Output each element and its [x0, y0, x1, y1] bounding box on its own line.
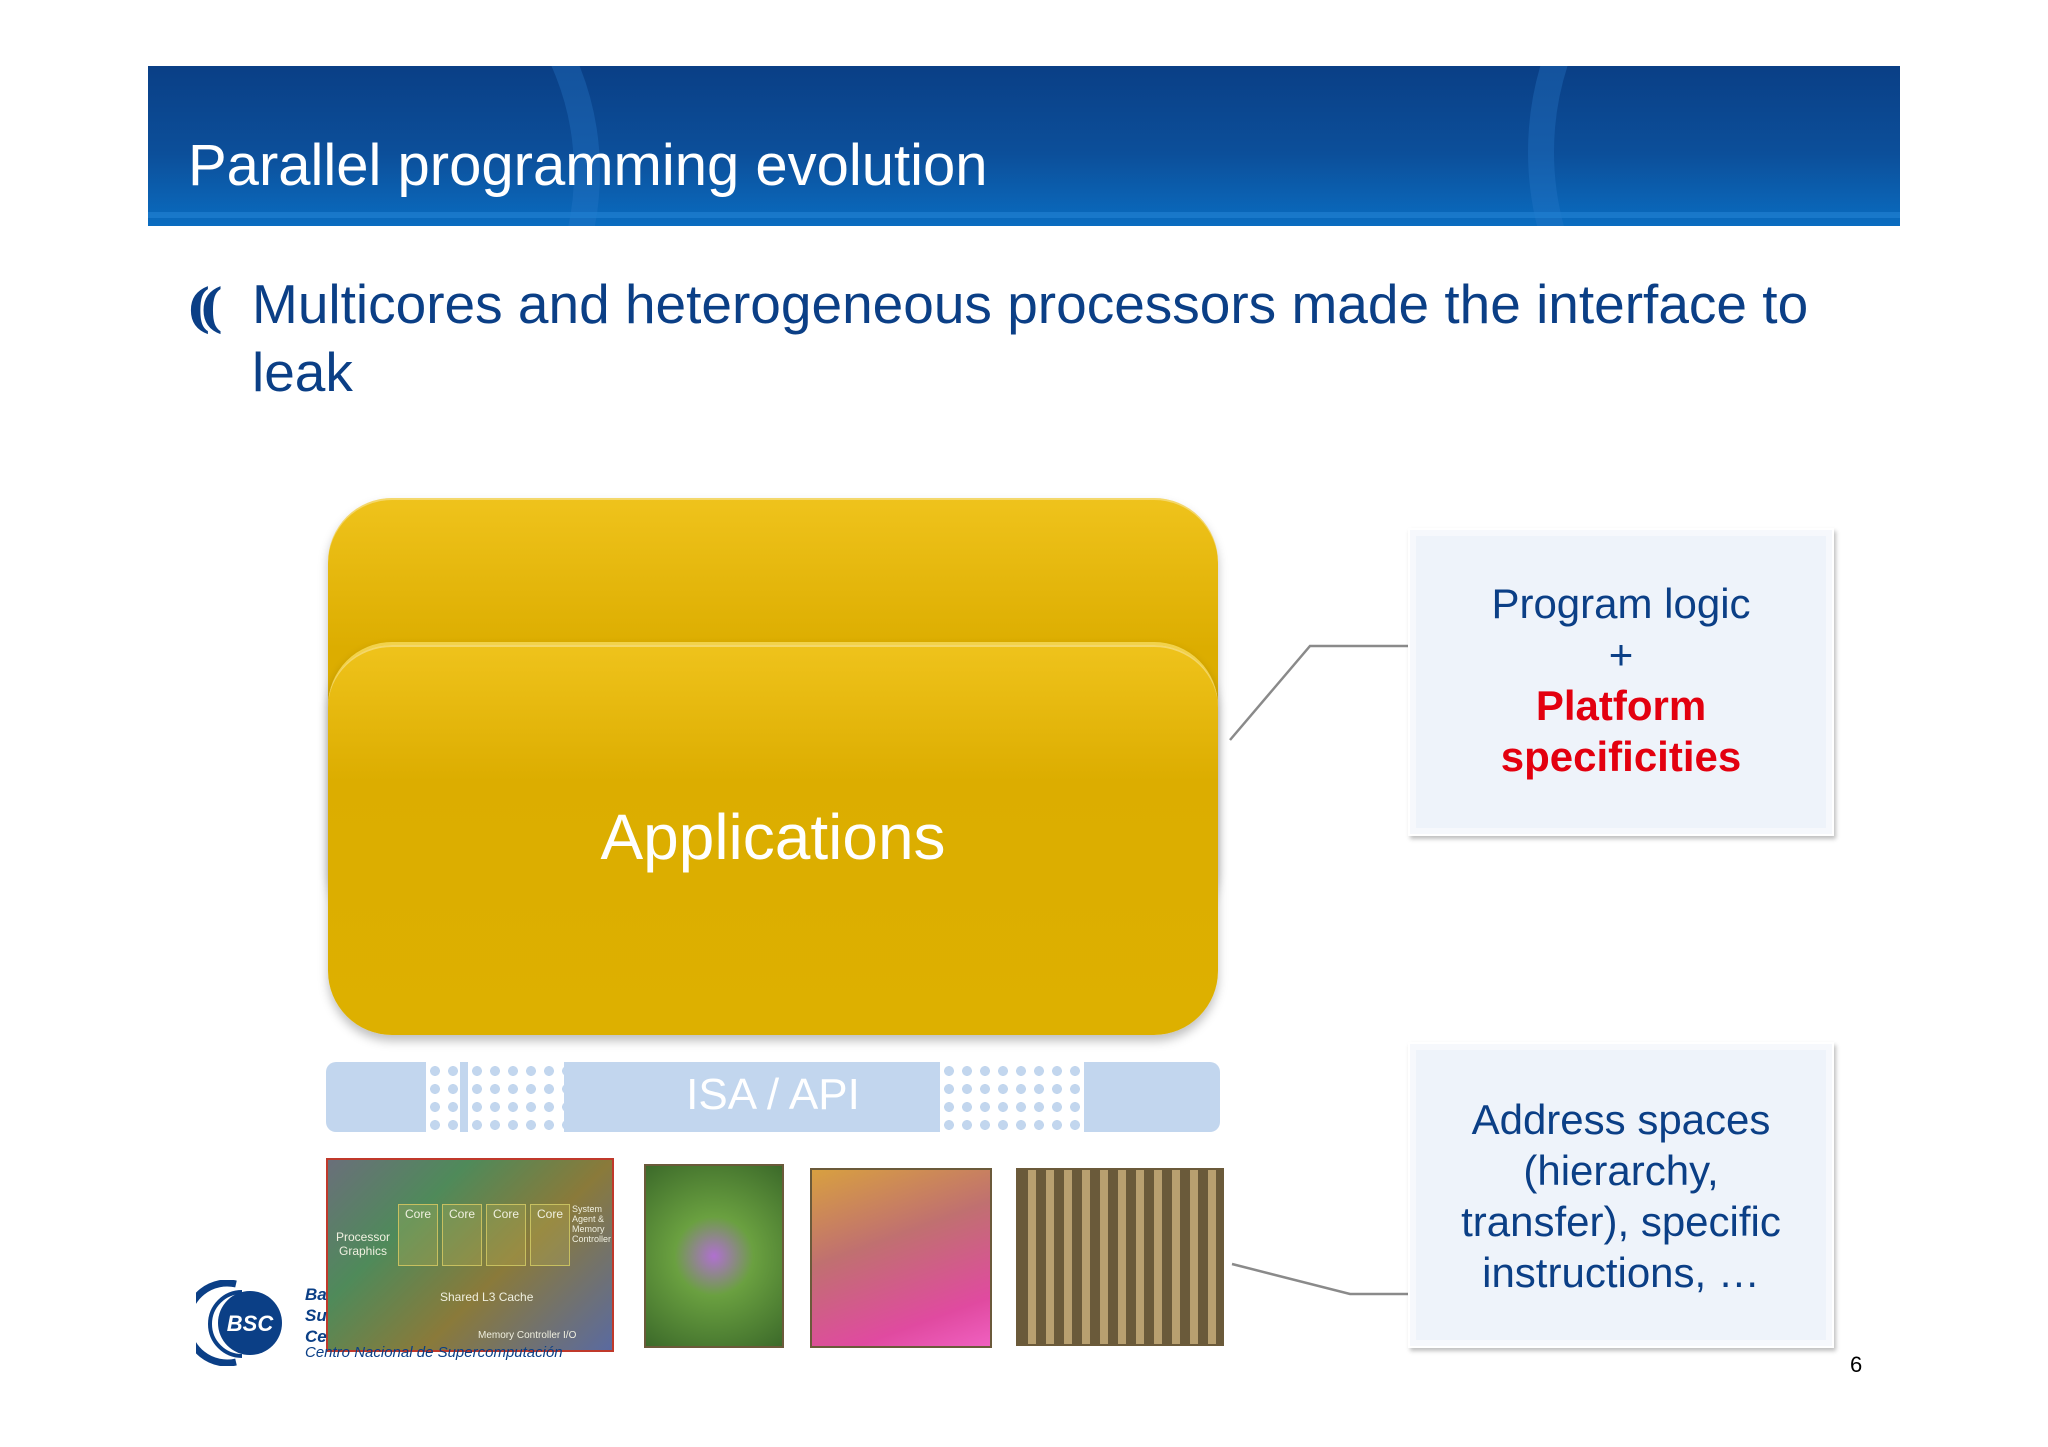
callout-line: transfer), specific [1461, 1198, 1781, 1245]
processor-die-image [810, 1168, 992, 1348]
leak-pattern [940, 1062, 1084, 1132]
chip-label: System Agent & Memory Controller [572, 1204, 612, 1244]
callout-line: instructions, … [1482, 1249, 1760, 1296]
isa-api-label: ISA / API [686, 1070, 860, 1119]
core-block: Core [398, 1204, 438, 1266]
callout-line: (hierarchy, [1523, 1147, 1719, 1194]
callout-program-logic: Program logic + Platform specificities [1408, 528, 1834, 836]
connector-bottom [1231, 1262, 1410, 1296]
callout-highlight: specificities [1500, 733, 1742, 780]
chip-label: Shared L3 Cache [440, 1290, 534, 1304]
bullet-icon: (( [186, 278, 223, 339]
banner-decoration [1528, 66, 1900, 226]
callout-line: + [1608, 631, 1634, 678]
chip-label: Processor Graphics [335, 1230, 391, 1258]
isa-api-bar [326, 1062, 1220, 1132]
processor-die-image [1016, 1168, 1224, 1346]
callout-highlight: Platform [1535, 682, 1707, 729]
slide-title: Parallel programming evolution [188, 133, 988, 198]
leak-pattern [426, 1062, 460, 1132]
bsc-logo-icon: BSC [196, 1280, 282, 1366]
callout-address-spaces: Address spaces (hierarchy, transfer), sp… [1408, 1042, 1834, 1348]
bullet-text: Multicores and heterogeneous processors … [252, 273, 1809, 403]
applications-label: Applications [600, 801, 946, 873]
logo-subtitle: Centro Nacional de Supercomputación [305, 1344, 563, 1361]
core-block: Core [530, 1204, 570, 1266]
logo-text: Ba Su Ce [305, 1285, 327, 1346]
chip-label: Memory Controller I/O [478, 1330, 577, 1341]
leak-pattern [468, 1062, 564, 1132]
callout-line: Address spaces [1471, 1096, 1771, 1143]
core-block: Core [442, 1204, 482, 1266]
core-block: Core [486, 1204, 526, 1266]
connector-top [1229, 644, 1410, 741]
page-number: 6 [1850, 1352, 1863, 1377]
banner-stripe [148, 212, 1900, 218]
logo-abbrev: BSC [227, 1311, 275, 1336]
processor-die-image: Core Core Core Core Processor Graphics S… [326, 1158, 614, 1352]
title-banner: Parallel programming evolution [148, 66, 1900, 226]
applications-box-front [328, 642, 1218, 1035]
gpu-die-image [644, 1164, 784, 1348]
callout-line: Program logic [1491, 580, 1751, 627]
